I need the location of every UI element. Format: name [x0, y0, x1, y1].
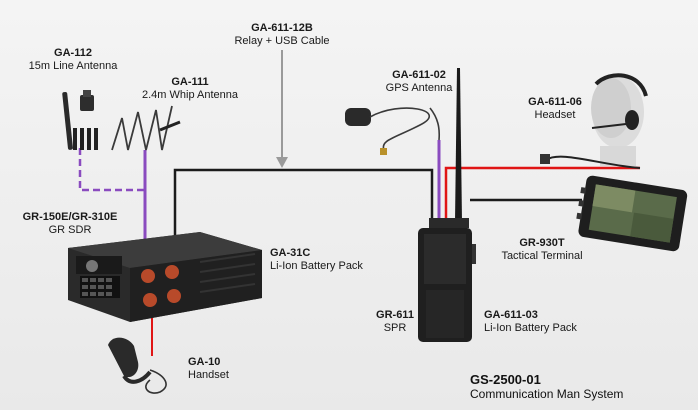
gps-antenna-icon: [345, 107, 441, 155]
label-gps-antenna: GA-611-02 GPS Antenna: [374, 69, 464, 95]
battery-611-code: GA-611-03: [484, 309, 538, 321]
label-headset: GA-611-06 Headset: [516, 96, 594, 122]
headset-icon: [540, 73, 648, 169]
whip-antenna-icon: [111, 105, 181, 151]
line-antenna-cable: [78, 148, 145, 192]
terminal-code: GR-930T: [519, 237, 565, 249]
label-terminal: GR-930T Tactical Terminal: [484, 237, 600, 263]
label-sdr: GR-150E/GR-310E GR SDR: [14, 211, 126, 237]
whip-antenna-code: GA-111: [171, 76, 209, 88]
label-line-antenna: GA-112 15m Line Antenna: [18, 47, 128, 73]
label-whip-antenna: GA-111 2.4m Whip Antenna: [126, 76, 254, 102]
relay-arrow-head-icon: [276, 157, 288, 168]
whip-antenna-desc: 2.4m Whip Antenna: [141, 89, 238, 101]
sdr-code: GR-150E/GR-310E: [22, 211, 118, 223]
relay-cable-desc: Relay + USB Cable: [234, 35, 330, 47]
handset-desc: Handset: [188, 369, 229, 381]
sdr-radio-icon: [68, 232, 262, 322]
spr-code: GR-611: [376, 309, 414, 321]
headset-code: GA-611-06: [528, 96, 582, 108]
label-battery-611: GA-611-03 Li-Ion Battery Pack: [484, 309, 604, 335]
gps-antenna-desc: GPS Antenna: [385, 82, 453, 94]
label-handset: GA-10 Handset: [188, 356, 258, 382]
label-spr: GR-611 SPR: [370, 309, 420, 335]
battery-31c-code: GA-31C: [270, 247, 311, 259]
sdr-desc: GR SDR: [48, 224, 92, 236]
headset-desc: Headset: [534, 109, 576, 121]
handset-icon: [108, 337, 167, 394]
tactical-terminal-icon: [576, 175, 688, 252]
line-antenna-code: GA-112: [54, 47, 92, 59]
spr-desc: SPR: [383, 322, 407, 334]
connection-lines: [78, 50, 640, 356]
system-code: GS-2500-01: [470, 372, 541, 387]
relay-cable-code: GA-611-12B: [251, 22, 313, 34]
spr-radio-icon: [418, 68, 476, 342]
terminal-desc: Tactical Terminal: [501, 250, 583, 262]
gps-antenna-code: GA-611-02: [392, 69, 446, 81]
sdr-spr-cable: [173, 168, 434, 238]
label-battery-31c: GA-31C Li-Ion Battery Pack: [270, 247, 390, 273]
label-relay-cable: GA-611-12B Relay + USB Cable: [222, 22, 342, 48]
handset-code: GA-10: [188, 356, 221, 368]
line-antenna-desc: 15m Line Antenna: [28, 60, 118, 72]
system-desc: Communication Man System: [470, 387, 624, 401]
battery-31c-desc: Li-Ion Battery Pack: [270, 260, 363, 272]
line-antenna-icon: [62, 90, 98, 150]
headset-cable: [444, 166, 640, 220]
system-title: GS-2500-01 Communication Man System: [470, 372, 623, 402]
battery-611-desc: Li-Ion Battery Pack: [484, 322, 577, 334]
